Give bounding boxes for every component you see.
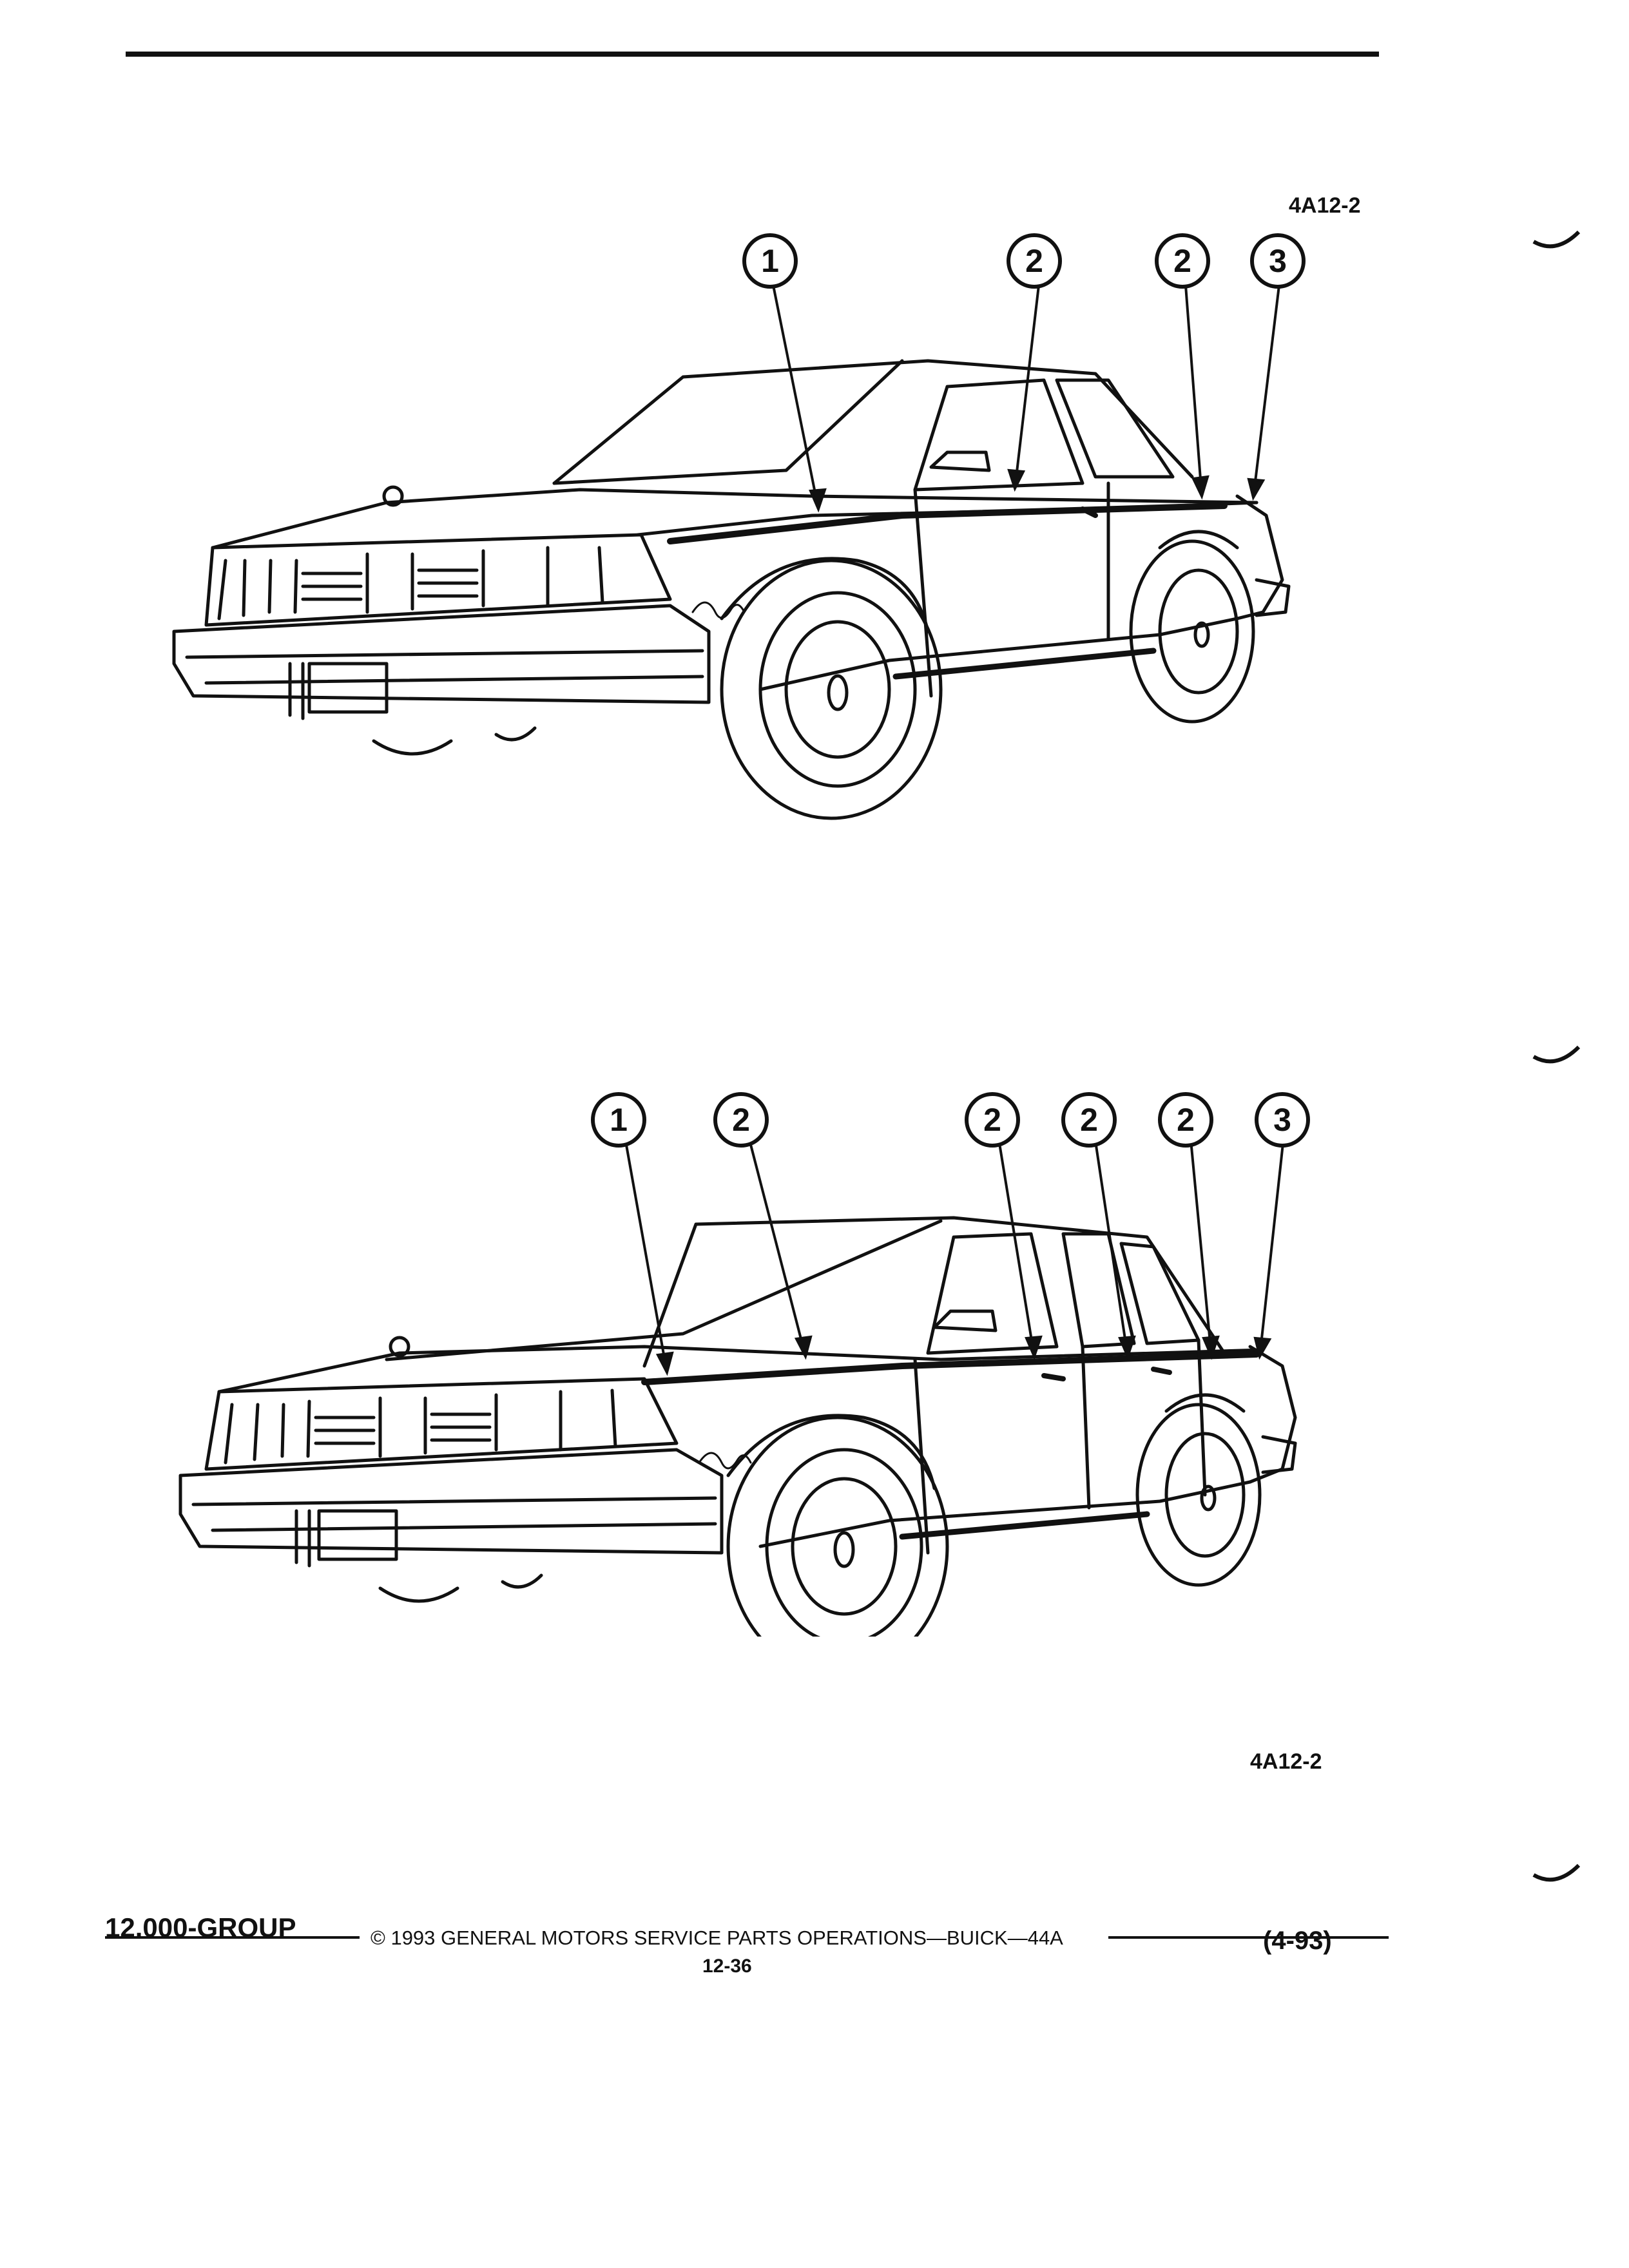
footer-rule-left: [105, 1936, 360, 1939]
callout-2c-bottom: 2: [1061, 1092, 1117, 1148]
coupe-illustration: [172, 285, 1291, 820]
callout-2b-bottom: 2: [965, 1092, 1020, 1148]
footer-copyright: © 1993 GENERAL MOTORS SERVICE PARTS OPER…: [371, 1927, 1063, 1949]
figure-code-bottom: 4A12-2: [1250, 1749, 1322, 1774]
binder-mark-bottom: [1532, 1863, 1581, 1882]
sedan-illustration: [178, 1119, 1297, 1637]
callout-3-top: 3: [1250, 233, 1306, 289]
callout-2a-bottom: 2: [713, 1092, 769, 1148]
footer-date-code: (4-93): [1263, 1927, 1332, 1955]
callout-1-bottom: 1: [591, 1092, 646, 1148]
callout-3-bottom: 3: [1255, 1092, 1310, 1148]
binder-mark-top: [1532, 230, 1581, 249]
callout-1-top: 1: [742, 233, 798, 289]
header-rule: [126, 52, 1379, 57]
footer-rule-right: [1108, 1936, 1389, 1939]
callout-2d-bottom: 2: [1158, 1092, 1213, 1148]
footer-page-number: 12-36: [702, 1956, 752, 1977]
figure-code-top: 4A12-2: [1289, 193, 1361, 218]
footer-group-code: 12.000-GROUP: [105, 1912, 296, 1943]
callout-2b-top: 2: [1155, 233, 1210, 289]
binder-mark-middle: [1532, 1045, 1581, 1064]
callout-2a-top: 2: [1007, 233, 1062, 289]
